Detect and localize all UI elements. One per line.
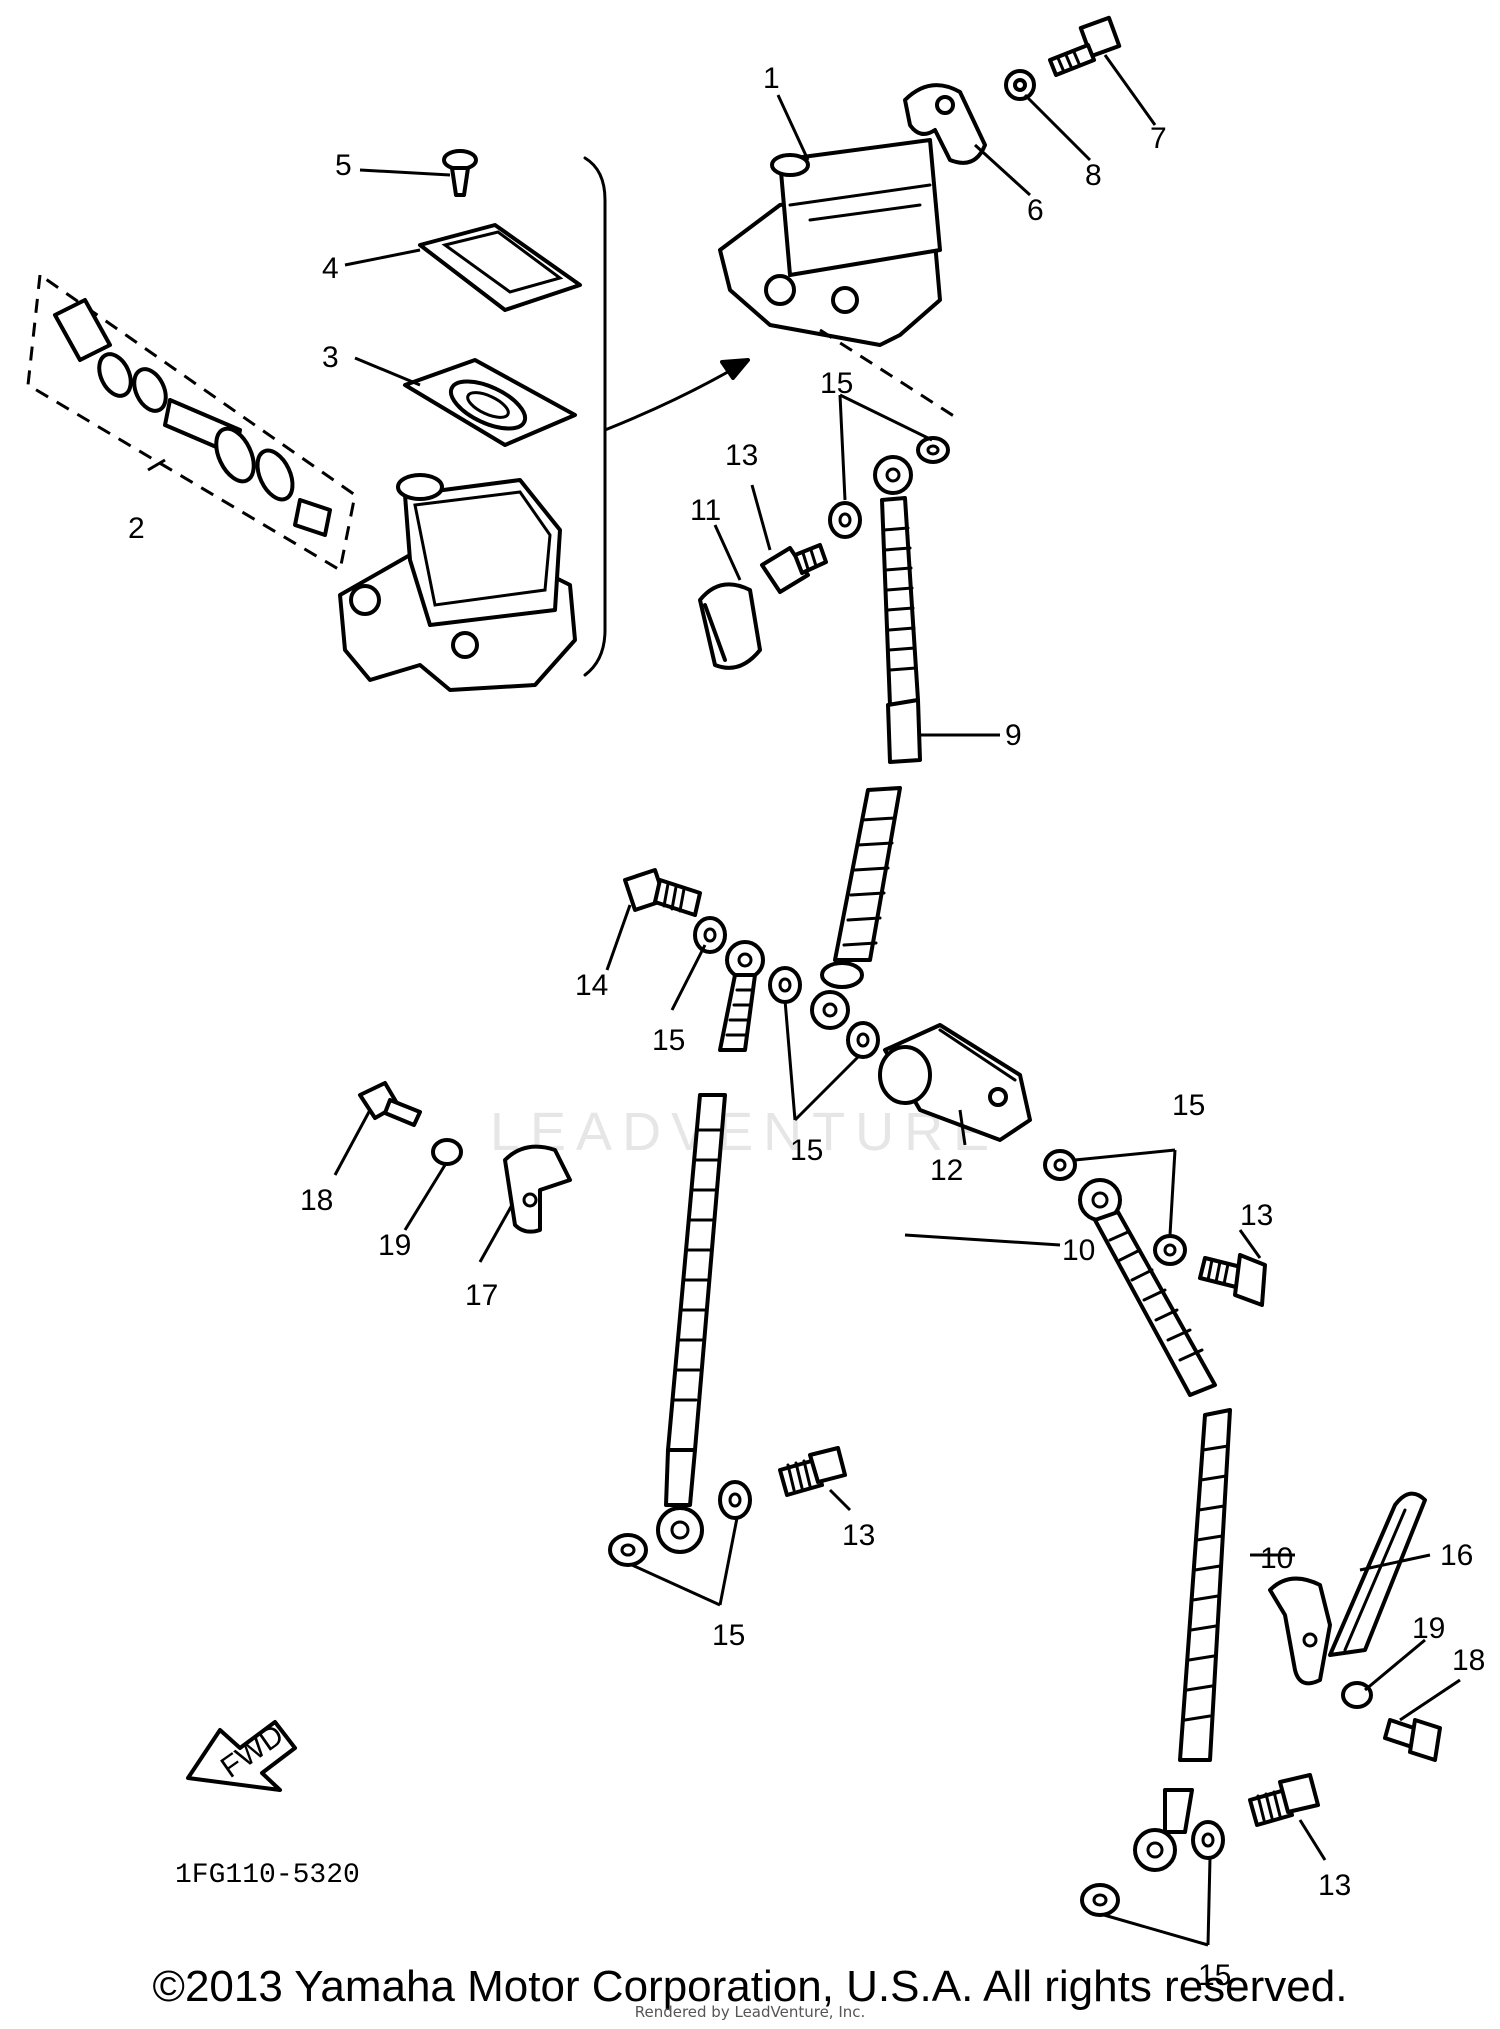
union-bolt-part — [1248, 1773, 1320, 1827]
washer-part — [431, 1138, 463, 1166]
callout-13-bottom: 13 — [1318, 1869, 1351, 1902]
callout-19-right: 19 — [1412, 1612, 1445, 1645]
diaphragm-part — [403, 358, 577, 447]
banjo-fitting-part — [810, 990, 850, 1030]
union-bolt-part — [623, 868, 702, 917]
callout-14: 14 — [575, 969, 608, 1002]
brake-hose-part — [656, 1093, 727, 1554]
callout-12: 12 — [930, 1154, 963, 1187]
callout-11: 11 — [690, 494, 721, 527]
diagram-code: 1FG110-5320 — [175, 1860, 360, 1891]
forward-arrow-icon: FWD — [186, 1718, 297, 1792]
callout-18-right: 18 — [1452, 1644, 1485, 1677]
callout-3: 3 — [322, 341, 339, 374]
callout-13-top: 13 — [725, 439, 758, 472]
callout-10-lower: 10 — [1260, 1542, 1293, 1575]
callout-15-left: 15 — [652, 1024, 685, 1057]
callout-7: 7 — [1150, 122, 1167, 155]
copyright-notice: ©2013 Yamaha Motor Corporation, U.S.A. A… — [152, 1962, 1348, 2011]
callout-9: 9 — [1005, 719, 1022, 752]
washer-part — [693, 916, 880, 1059]
bolt-part — [1383, 1718, 1442, 1762]
bolt-part — [1048, 15, 1122, 77]
callout-15-bottom: 15 — [1198, 1959, 1231, 1992]
washer-part — [1043, 1149, 1187, 1266]
master-cylinder-body-part — [338, 473, 577, 692]
screw-part — [442, 149, 478, 197]
brake-hose-part — [1078, 1178, 1217, 1397]
brake-hose-part — [1133, 1408, 1232, 1872]
union-bolt-part — [778, 1446, 847, 1497]
brake-hose-joint-part — [878, 1023, 1032, 1142]
callout-labels: 1 2 3 4 5 6 7 8 9 10 10 11 12 13 13 13 1… — [128, 62, 1485, 1992]
callout-1: 1 — [763, 62, 780, 95]
reservoir-cap-part — [418, 223, 582, 312]
elbow-cover-part — [698, 582, 762, 670]
callout-19-left: 19 — [378, 1229, 411, 1262]
hose-holder-part — [503, 1144, 572, 1234]
callout-15-middle: 15 — [790, 1134, 823, 1167]
rendered-by-notice: Rendered by LeadVenture, Inc. — [634, 2003, 866, 2021]
callout-15-lower-left: 15 — [712, 1619, 745, 1652]
callout-10-upper: 10 — [1062, 1234, 1095, 1267]
piston-kit-part — [53, 298, 332, 537]
callout-16: 16 — [1440, 1539, 1473, 1572]
callout-6: 6 — [1027, 194, 1044, 227]
callout-13-right: 13 — [1240, 1199, 1273, 1232]
callout-5: 5 — [335, 149, 352, 182]
watermark: LEADVENTURE — [490, 1102, 999, 1162]
union-bolt-part — [1198, 1253, 1267, 1307]
master-cylinder-assembly-part — [718, 138, 942, 347]
callout-15-right: 15 — [1172, 1089, 1205, 1122]
callout-18-left: 18 — [300, 1184, 333, 1217]
washer-part — [1080, 1820, 1225, 1917]
callout-8: 8 — [1085, 159, 1102, 192]
callout-15-top: 15 — [820, 367, 853, 400]
washer-part — [608, 1480, 752, 1567]
washer-part — [828, 436, 950, 539]
callout-2: 2 — [128, 512, 145, 545]
union-bolt-part — [760, 543, 828, 594]
callout-13-left: 13 — [842, 1519, 875, 1552]
banjo-fitting-part — [718, 940, 765, 1052]
washer-part — [1004, 69, 1036, 101]
piston-kit-dashed-box — [26, 272, 357, 573]
brake-hose-part — [820, 786, 902, 989]
brake-hose-part — [873, 455, 922, 764]
washer-part — [1341, 1681, 1373, 1709]
callout-17: 17 — [465, 1279, 498, 1312]
callout-4: 4 — [322, 252, 339, 285]
bolt-part — [358, 1081, 422, 1127]
hose-guide-part — [1268, 1491, 1427, 1686]
clamp-part — [903, 83, 987, 165]
leader-lines — [147, 54, 1461, 1947]
